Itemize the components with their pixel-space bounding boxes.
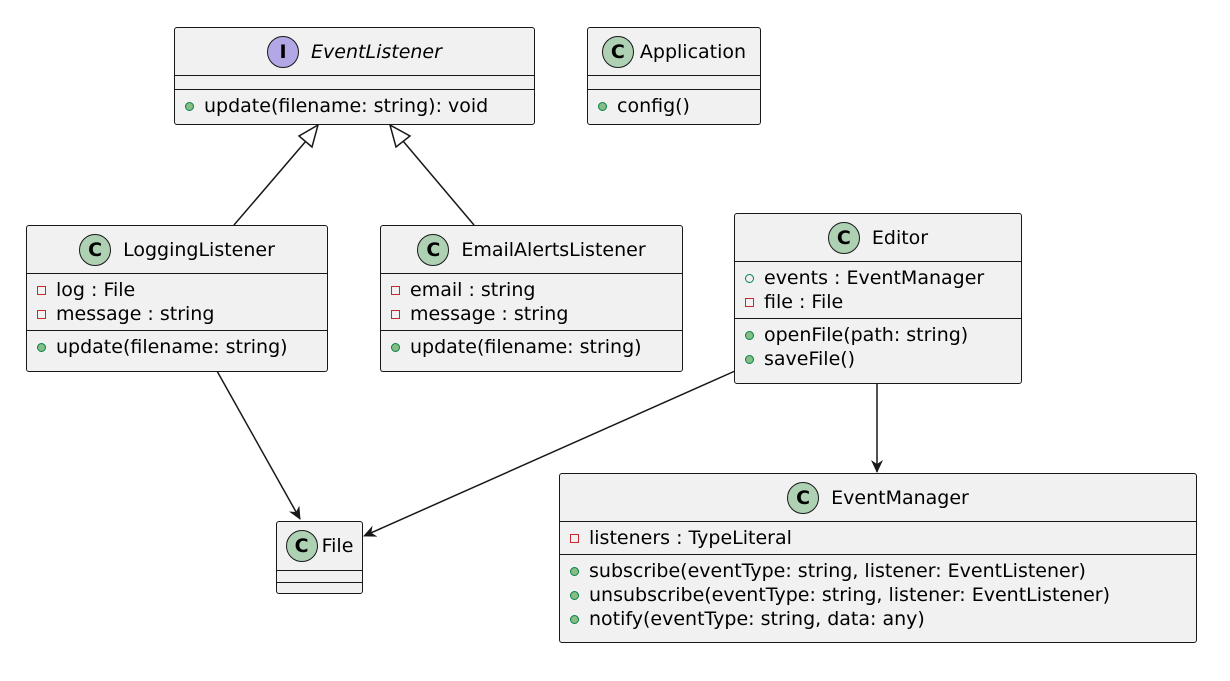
field-row: log : File <box>37 278 327 302</box>
field-row: listeners : TypeLiteral <box>570 526 1196 550</box>
methods-section: update(filename: string) <box>381 331 682 363</box>
methods-section: update(filename: string): void <box>175 90 534 122</box>
method-row: notify(eventType: string, data: any) <box>570 607 1196 631</box>
methods-section: config() <box>588 90 760 122</box>
class-application[interactable]: C Application config() <box>587 27 761 125</box>
methods-section: openFile(path: string) saveFile() <box>735 319 1021 375</box>
interface-icon: I <box>267 35 300 68</box>
class-name: EmailAlertsListener <box>461 238 646 261</box>
public-method-icon <box>570 590 579 600</box>
class-header: C Editor <box>735 214 1021 262</box>
public-method-icon <box>745 354 754 364</box>
class-icon: C <box>787 481 820 514</box>
public-method-icon <box>745 330 754 340</box>
private-field-icon <box>37 309 46 319</box>
method-row: unsubscribe(eventType: string, listener:… <box>570 583 1196 607</box>
private-field-icon <box>37 285 46 295</box>
methods-section: update(filename: string) <box>27 331 327 363</box>
public-method-icon <box>185 101 194 111</box>
class-header: C EmailAlertsListener <box>381 226 682 274</box>
class-logging-listener[interactable]: C LoggingListener log : File message : s… <box>26 225 328 372</box>
fields-section: log : File message : string <box>27 274 327 331</box>
class-header: I EventListener <box>175 28 534 76</box>
class-icon: C <box>601 35 634 68</box>
field-row: message : string <box>391 302 682 326</box>
association-logging-to-file <box>216 370 301 520</box>
class-event-listener[interactable]: I EventListener update(filename: string)… <box>174 27 535 125</box>
private-field-icon <box>391 285 400 295</box>
method-row: subscribe(eventType: string, listener: E… <box>570 559 1196 583</box>
field-row: file : File <box>745 290 1021 314</box>
class-header: C File <box>277 522 362 571</box>
field-row: message : string <box>37 302 327 326</box>
fields-section <box>175 76 534 90</box>
private-field-icon <box>570 533 579 543</box>
class-name: EventManager <box>831 486 969 509</box>
public-method-icon <box>598 101 607 111</box>
class-name: File <box>321 535 354 557</box>
class-name: LoggingListener <box>123 238 275 261</box>
realization-logging-to-eventlistener <box>233 123 320 226</box>
fields-section <box>277 571 362 583</box>
class-editor[interactable]: C Editor events : EventManager file : Fi… <box>734 213 1022 384</box>
public-method-icon <box>391 342 400 352</box>
fields-section: listeners : TypeLiteral <box>560 522 1196 555</box>
methods-section <box>277 583 362 593</box>
method-row: update(filename: string) <box>391 335 682 359</box>
method-row: saveFile() <box>745 347 1021 371</box>
methods-section: subscribe(eventType: string, listener: E… <box>560 555 1196 635</box>
field-row: email : string <box>391 278 682 302</box>
class-header: C LoggingListener <box>27 226 327 274</box>
class-icon: C <box>285 530 318 562</box>
method-row: config() <box>598 94 760 118</box>
class-name: Application <box>639 40 747 63</box>
class-header: C Application <box>588 28 760 76</box>
class-icon: C <box>417 233 450 266</box>
public-field-icon <box>745 273 754 283</box>
public-method-icon <box>570 614 579 624</box>
class-event-manager[interactable]: C EventManager listeners : TypeLiteral s… <box>559 473 1197 643</box>
fields-section: email : string message : string <box>381 274 682 331</box>
class-header: C EventManager <box>560 474 1196 522</box>
class-icon: C <box>79 233 112 266</box>
class-name: Editor <box>871 226 929 249</box>
field-row: events : EventManager <box>745 266 1021 290</box>
fields-section <box>588 76 760 90</box>
class-icon: C <box>827 221 860 254</box>
method-row: update(filename: string) <box>37 335 327 359</box>
class-name: EventListener <box>311 40 442 63</box>
public-method-icon <box>37 342 46 352</box>
class-file[interactable]: C File <box>276 521 363 594</box>
fields-section: events : EventManager file : File <box>735 262 1021 319</box>
method-row: openFile(path: string) <box>745 323 1021 347</box>
class-email-alerts-listener[interactable]: C EmailAlertsListener email : string mes… <box>380 225 683 372</box>
private-field-icon <box>391 309 400 319</box>
private-field-icon <box>745 297 754 307</box>
realization-email-to-eventlistener <box>388 123 475 226</box>
public-method-icon <box>570 566 579 576</box>
method-row: update(filename: string): void <box>185 94 534 118</box>
